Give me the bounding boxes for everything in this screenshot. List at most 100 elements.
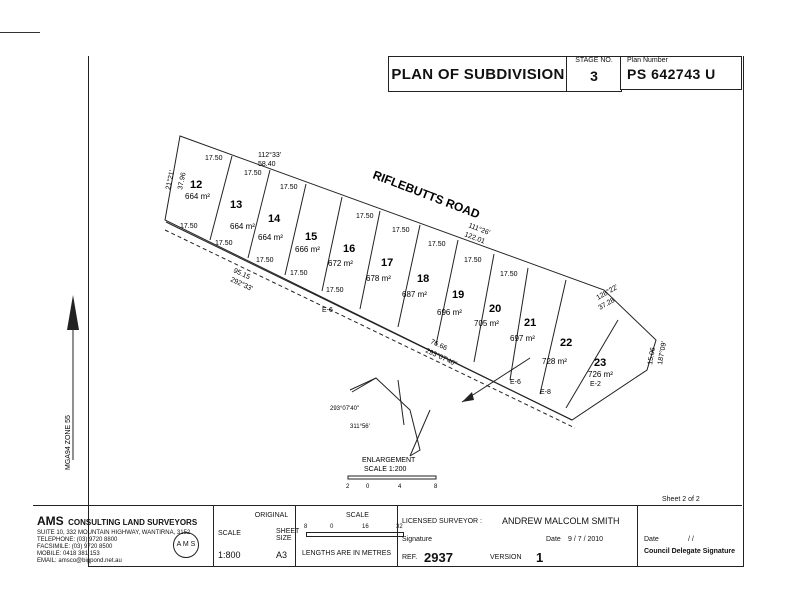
leader-arrow-head [462,392,474,402]
enlargement-bearing: 293°07'40" [330,406,359,412]
lot-areas: 664 m² 664 m² 664 m² 666 m² 672 m² 678 m… [185,192,613,379]
bar-tick: 8 [304,524,308,530]
lot-area: 697 m² [510,334,535,343]
lot-number: 23 [594,357,606,369]
scale-value: 1:800 [218,550,241,560]
ref-label: REF. [402,554,418,561]
bar-scale-label: SCALE [346,512,369,519]
original-cell: ORIGINAL SCALE SHEET SIZE 1:800 A3 [213,506,329,566]
date-label: Date [546,536,561,543]
top-length: 58.40 [258,161,276,168]
frontage-label: 17.50 [256,257,274,264]
signature-label: Signature [402,536,432,543]
version-value: 1 [536,550,544,565]
enlargement-scale-ticks: 2 0 4 8 [346,484,438,490]
north-label: MGA94 ZONE 55 [65,415,72,470]
council-cell: Sheet 2 of 2 Date / / Council Delegate S… [637,496,742,566]
surveyor-cell: LICENSED SURVEYOR : ANDREW MALCOLM SMITH… [397,506,637,566]
sheet-number: Sheet 2 of 2 [662,496,700,503]
lot-area: 666 m² [295,245,320,254]
lot-number: 18 [417,273,429,285]
plan-title: PLAN OF SUBDIVISION [388,56,568,92]
enlargement-label: ENLARGEMENT [362,457,416,464]
council-signature-label: Council Delegate Signature [644,548,736,555]
frontage-label: 17.50 [500,271,518,278]
title-block: AMS CONSULTING LAND SURVEYORS SUITE 10, … [33,496,742,566]
firm-block: AMS CONSULTING LAND SURVEYORS SUITE 10, … [37,512,237,565]
council-date-value: / / [688,536,694,543]
enlargement-scale-bar [347,475,437,480]
side-length: 15.06 [647,347,657,366]
ref-value: 2937 [424,550,453,565]
plan-frame [88,56,744,567]
road-name: RIFLEBUTTS ROAD [371,168,482,222]
easement-tag: E-8 [540,389,551,396]
enlargement-leader [461,357,531,403]
lot-number: 22 [560,337,572,349]
firm-name: AMS CONSULTING LAND SURVEYORS [37,514,198,528]
scale-tick: 8 [434,484,438,490]
stage-box: STAGE NO. 3 [566,56,622,92]
easement-tag: E-2 [590,381,601,388]
frontage-label: 17.50 [215,240,233,247]
lot-area: 705 m² [474,319,499,328]
firm-mobile: MOBILE: 0418 381 153 [37,551,100,557]
lot-number: 19 [452,289,464,301]
top-bearing: 112°33' [258,151,281,159]
easement-tag: E-6 [510,379,521,386]
enlargement-detail [349,377,431,457]
side-bearing: 187°09' [656,341,668,366]
scale-tick: 2 [346,484,350,490]
sheet-size-label: SHEET SIZE [276,528,300,542]
lot-area: 696 m² [437,308,462,317]
lot-area: 664 m² [185,192,210,201]
lot-number: 13 [230,199,242,211]
firm-address: SUITE 10, 332 MOUNTAIN HIGHWAY, WANTIRNA… [37,530,191,536]
original-label: ORIGINAL [254,512,289,519]
plan-number-value: PS 642743 U [627,66,716,82]
frontage-label: 17.50 [244,170,262,177]
council-date-label: Date [644,536,659,543]
stage-value: 3 [590,68,598,84]
bar-tick: 32 [396,524,403,530]
frontage-label: 17.50 [326,287,344,294]
sheet-size-value: A3 [276,550,288,560]
firm-email: EMAIL: amsco@bigpond.net.au [37,558,122,564]
subdivision-boundary [164,135,657,421]
north-arrow-head [67,295,79,330]
bar-scale [306,532,404,537]
enlargement-scale: SCALE 1:200 [364,466,407,473]
date-value: 9 / 7 / 2010 [568,536,604,543]
frontage-label: 17.50 [464,257,482,264]
left-bearing: 21°21' [164,169,176,190]
lot-area: 672 m² [328,259,353,268]
frontage-label: 17.50 [180,223,198,230]
lot-area: 678 m² [366,274,391,283]
licensed-label: LICENSED SURVEYOR : [402,518,483,525]
easement-tag: E-6 [322,307,333,314]
firm-phone: TELEPHONE: (03) 9720 8800 [37,537,118,543]
scale-cell: SCALE 8 0 16 32 LENGTHS ARE IN METRES [295,506,419,566]
lot-dividers [209,155,619,409]
firm-logo: A M S [173,532,199,558]
lot-area: 664 m² [230,222,255,231]
frontage-label: 17.50 [205,155,223,162]
firm-fax: FACSIMILE: (03) 9720 8500 [37,544,113,550]
version-label: VERSION [490,554,522,561]
lot-area: 726 m² [588,370,613,379]
rear-boundary [165,221,573,421]
scale-tick: 4 [398,484,402,490]
lot-number: 21 [524,317,536,329]
scan-mark [0,32,40,33]
lot-number: 16 [343,243,355,255]
frontage-label: 17.50 [290,270,308,277]
bar-tick: 16 [362,524,369,530]
frontage-label: 17.50 [428,241,446,248]
easement-line [164,229,576,429]
lot-numbers: 12 13 14 15 16 17 18 19 20 21 22 23 [190,179,606,369]
lot-number: 20 [489,303,501,315]
plan-number-label: Plan Number [627,57,668,64]
frontage-label: 17.50 [392,227,410,234]
bar-tick: 0 [330,524,334,530]
